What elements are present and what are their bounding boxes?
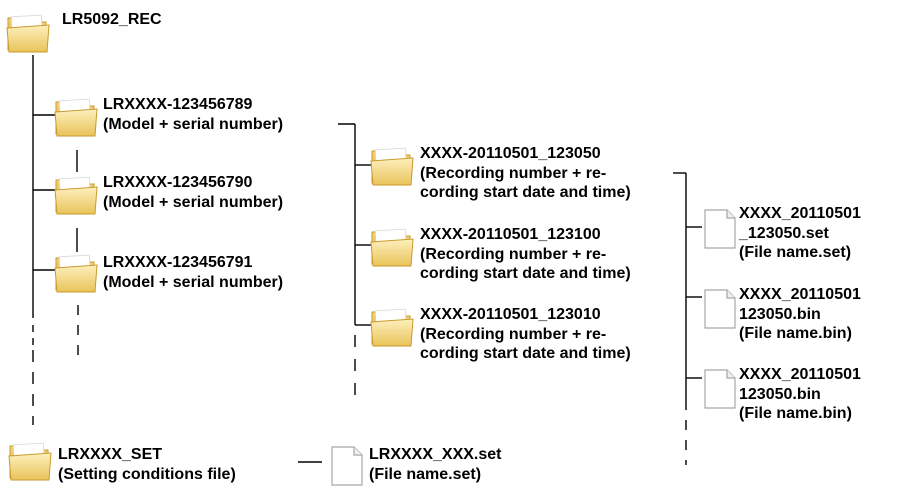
- recording-folder-label: XXXX-20110501_123050 (Recording number +…: [420, 145, 631, 201]
- folder-icon: [54, 96, 98, 143]
- folder-icon: [370, 226, 414, 273]
- folder-icon: [54, 174, 98, 221]
- settings-file-label: LRXXXX_XXX.set (File name.set): [369, 446, 502, 483]
- model-folder-label: LRXXXX-123456791 (Model + serial number): [103, 254, 284, 291]
- recording-folder-label: XXXX-20110501_123100 (Recording number +…: [420, 226, 631, 282]
- root-folder-label: LR5092_REC: [62, 11, 162, 28]
- folder-icon: [370, 145, 414, 192]
- file-icon: [703, 289, 737, 334]
- file-icon: [330, 446, 364, 491]
- folder-icon: [370, 306, 414, 353]
- file-label: XXXX_20110501 123050.bin (File name.bin): [739, 286, 861, 342]
- file-icon: [703, 209, 737, 254]
- file-label: XXXX_20110501 _123050.set (File name.set…: [739, 205, 861, 261]
- model-folder-label: LRXXXX-123456789 (Model + serial number): [103, 96, 284, 133]
- model-folder-label: LRXXXX-123456790 (Model + serial number): [103, 174, 284, 211]
- file-icon: [703, 369, 737, 414]
- folder-icon: [8, 440, 52, 487]
- folder-icon: [6, 12, 50, 59]
- recording-folder-label: XXXX-20110501_123010 (Recording number +…: [420, 306, 631, 362]
- settings-folder-label: LRXXXX_SET (Setting conditions file): [58, 446, 236, 483]
- folder-icon: [54, 252, 98, 299]
- file-label: XXXX_20110501 123050.bin (File name.bin): [739, 366, 861, 422]
